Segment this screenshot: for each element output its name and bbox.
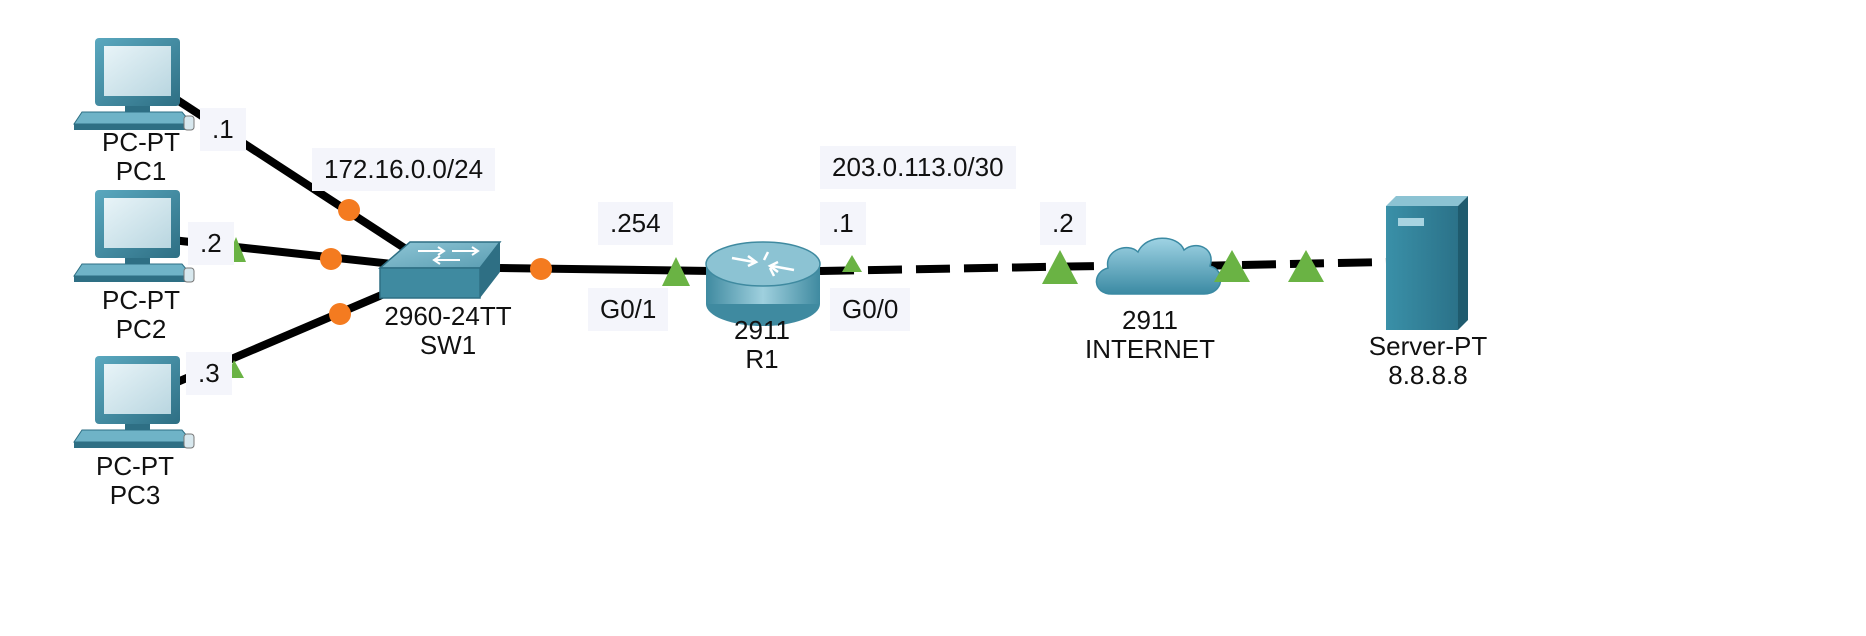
router-icon[interactable]: [705, 241, 821, 326]
pc3-label: PC-PT PC3: [80, 451, 190, 511]
pc1-icon[interactable]: [73, 38, 195, 131]
internet-label: 2911 INTERNET: [1070, 305, 1230, 365]
pc2-name: PC2: [115, 314, 167, 345]
sw1-name: SW1: [419, 330, 477, 361]
pc3-name: PC3: [109, 480, 161, 511]
wan-subnet-note: 203.0.113.0/30: [820, 146, 1016, 190]
pc2-model: PC-PT: [102, 285, 180, 315]
pc2-label: PC-PT PC2: [86, 285, 196, 345]
port-status-down: [329, 303, 351, 325]
server-label: Server-PT 8.8.8.8: [1348, 331, 1508, 391]
pc3-icon[interactable]: [73, 356, 195, 449]
server-name: 8.8.8.8: [1388, 360, 1468, 391]
port-status-up: [662, 257, 690, 286]
port-status-up: [842, 255, 862, 272]
internet-model: 2911: [1122, 305, 1178, 335]
port-status-down: [530, 258, 552, 280]
r1-wan-ip-note: .1: [820, 202, 866, 246]
switch-icon[interactable]: [377, 241, 502, 299]
r1-wan-if-note: G0/0: [830, 288, 911, 332]
pc1-ip-note: .1: [200, 108, 246, 152]
pc2-ip-note: .2: [188, 222, 234, 266]
pc2-icon[interactable]: [73, 190, 195, 283]
pc3-model: PC-PT: [96, 451, 174, 481]
lan-subnet-note: 172.16.0.0/24: [312, 148, 496, 192]
server-model: Server-PT: [1368, 331, 1488, 361]
sw1-label: 2960-24TT SW1: [368, 301, 528, 361]
r1-name: R1: [745, 344, 779, 375]
port-status-down: [338, 199, 360, 221]
internet-ip-note: .2: [1040, 202, 1086, 246]
port-status-up: [1288, 250, 1324, 282]
pc3-ip-note: .3: [186, 352, 232, 396]
r1-label: 2911 R1: [712, 315, 812, 375]
link-internet-server[interactable]: [1193, 258, 1388, 270]
server-icon[interactable]: [1386, 196, 1468, 330]
cloud-icon[interactable]: [1095, 237, 1222, 295]
internet-name: INTERNET: [1085, 334, 1215, 365]
pc1-name: PC1: [115, 156, 167, 187]
r1-model: 2911: [734, 315, 790, 345]
r1-lan-if-note: G0/1: [588, 288, 669, 332]
sw1-model: 2960-24TT: [384, 301, 512, 331]
pc1-label: PC-PT PC1: [86, 127, 196, 187]
pc1-model: PC-PT: [102, 127, 180, 157]
port-status-up: [1042, 250, 1078, 284]
r1-lan-ip-note: .254: [598, 202, 673, 246]
port-status-up: [1214, 250, 1250, 282]
port-markers: [226, 199, 1324, 378]
port-status-down: [320, 248, 342, 270]
